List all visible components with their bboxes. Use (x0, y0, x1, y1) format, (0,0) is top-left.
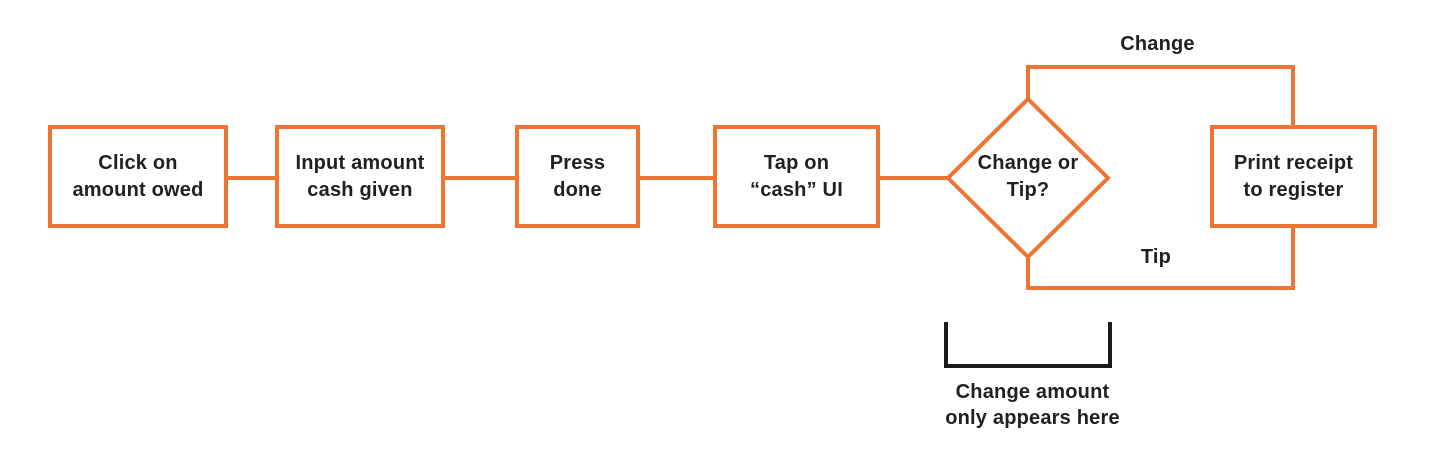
annotation-change-amount: Change amount only appears here (945, 381, 1120, 429)
connector-change-branch (1026, 65, 1295, 127)
node-label: Change or Tip? (977, 152, 1079, 201)
node-input-cash-given: Input amount cash given (275, 125, 445, 228)
node-label: Tap on “cash” UI (750, 151, 843, 201)
node-label: Input amount cash given (295, 151, 425, 201)
node-decision-change-or-tip: Change or Tip? (948, 150, 1108, 204)
annotation-bracket (944, 322, 1112, 368)
node-tap-cash-ui: Tap on “cash” UI (713, 125, 880, 228)
node-press-done: Press done (515, 125, 640, 228)
node-click-amount-owed: Click on amount owed (48, 125, 228, 228)
edge-label-change: Change (1120, 33, 1195, 55)
decision-diamond (945, 96, 1111, 260)
node-print-receipt: Print receipt to register (1210, 125, 1377, 228)
edge-label-tip: Tip (1140, 246, 1172, 268)
connector-tip-branch (1026, 226, 1295, 290)
node-label: Print receipt to register (1233, 151, 1354, 201)
node-label: Press done (549, 151, 606, 201)
node-label: Click on amount owed (72, 151, 204, 201)
